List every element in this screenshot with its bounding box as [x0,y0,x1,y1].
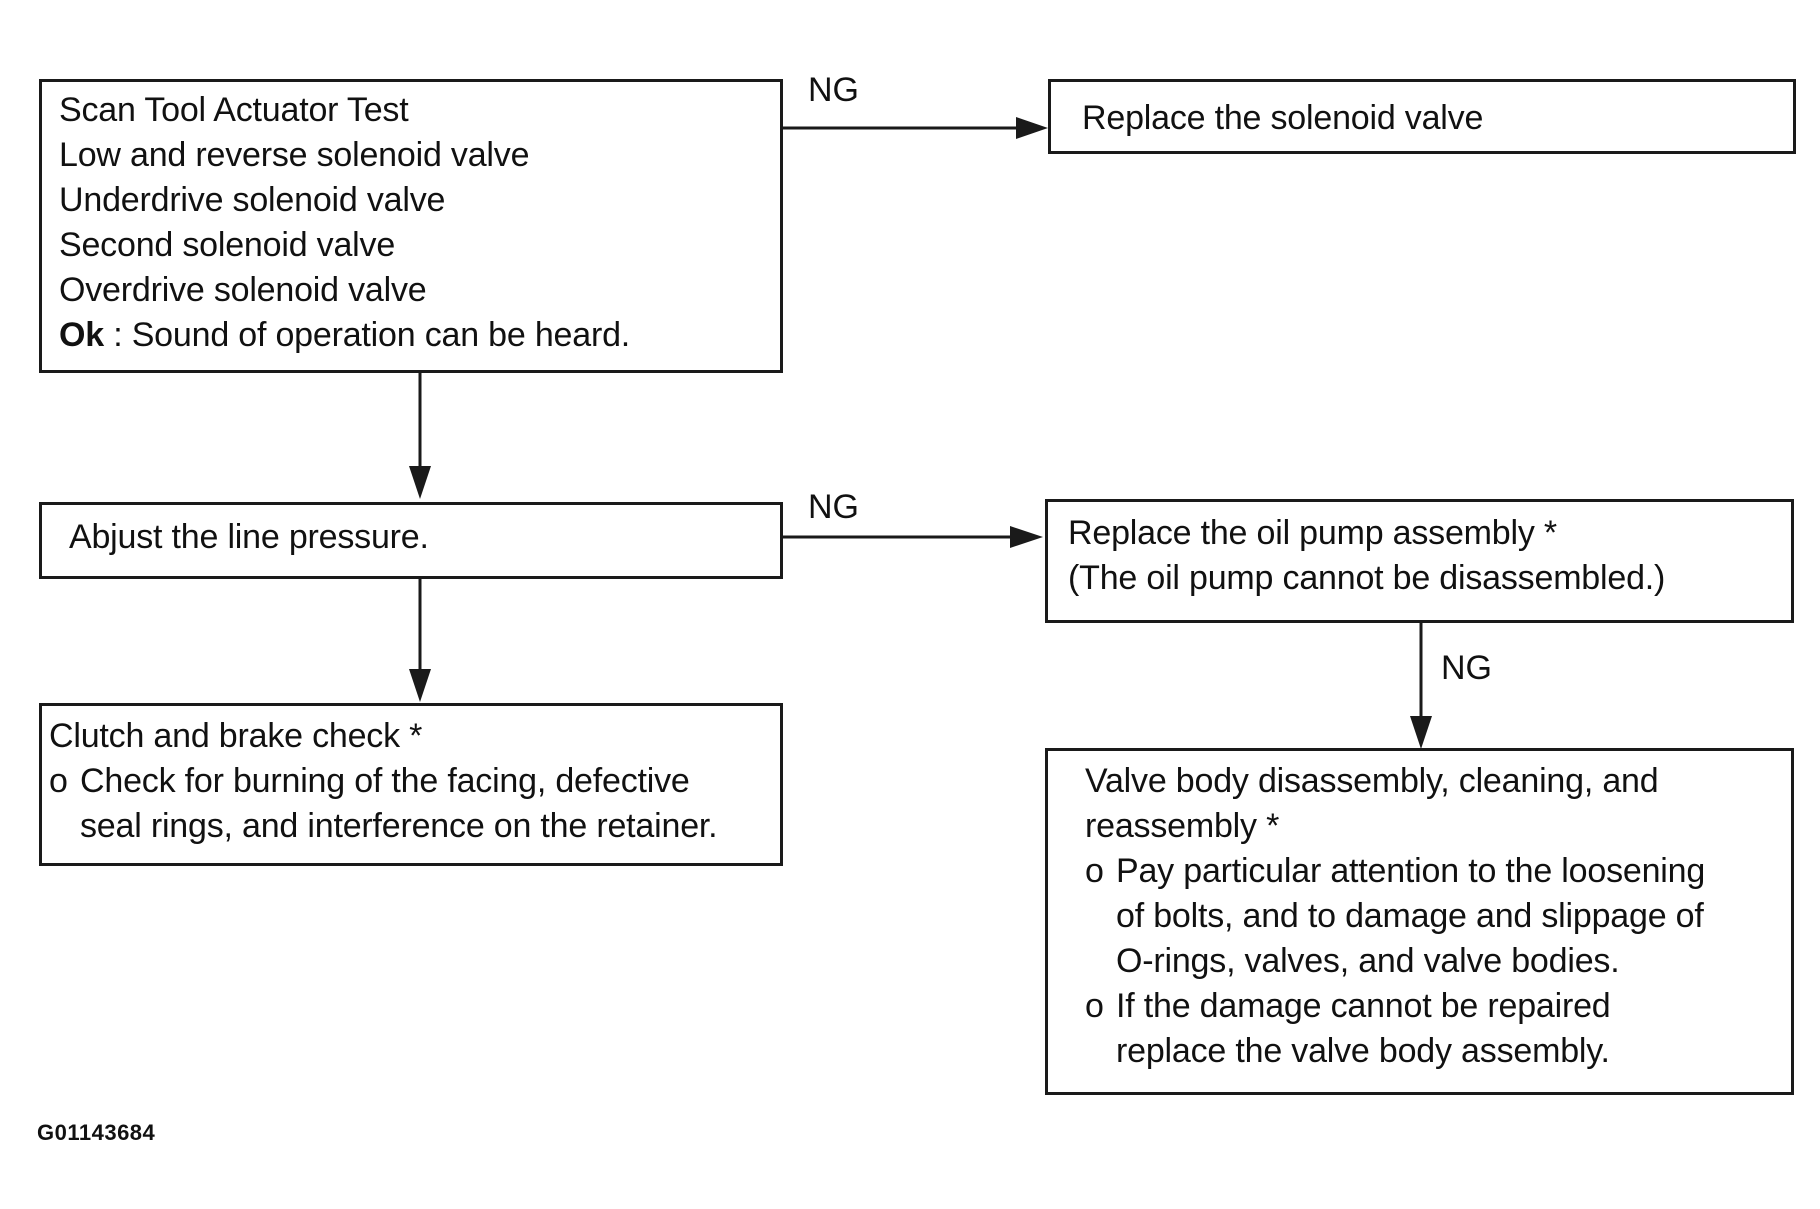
scan-tool-test-box [39,79,783,373]
clutch-brake-title: Clutch and brake check * [49,717,423,755]
arrowhead-oil-pump-to-valve-body [1410,716,1432,749]
valve-bullet-1-line-2: of bolts, and to damage and slippage of [1116,897,1704,935]
replace-solenoid-box [1048,79,1796,154]
valve-bullet-2-line-2: replace the valve body assembly. [1116,1032,1610,1070]
scan-line-3: Underdrive solenoid valve [59,181,446,219]
valve-bullet-1-line-3: O-rings, valves, and valve bodies. [1116,942,1620,980]
line-pressure-text: Abjust the line pressure. [69,518,429,556]
ok-label: Ok [59,316,104,354]
clutch-bullet: o Check for burning of the facing, defec… [49,759,718,849]
ng-label-valve-body: NG [1441,649,1492,687]
arrowhead-line-pressure-to-clutch [409,669,431,702]
ng-label-solenoid: NG [808,71,859,109]
bullet-mark: o [49,762,68,800]
oil-pump-text: Replace the oil pump assembly * (The oil… [1068,511,1665,601]
scan-line-1: Scan Tool Actuator Test [59,91,409,129]
valve-body-box [1045,748,1794,1095]
valve-body-title-2: reassembly * [1085,807,1280,845]
oil-pump-line-2: (The oil pump cannot be disassembled.) [1068,559,1666,597]
valve-body-text: Valve body disassembly, cleaning, and re… [1085,759,1705,1074]
scan-line-2: Low and reverse solenoid valve [59,136,530,174]
oil-pump-box [1045,499,1794,623]
valve-body-bullet-2: o If the damage cannot be repaired repla… [1085,984,1705,1074]
scan-tool-test-text: Scan Tool Actuator Test Low and reverse … [59,88,630,358]
clutch-bullet-line-2: seal rings, and interference on the reta… [80,807,718,845]
arrowhead-line-pressure-to-oil-pump [1010,526,1043,548]
scan-line-4: Second solenoid valve [59,226,396,264]
clutch-brake-text: Clutch and brake check * o Check for bur… [49,714,718,849]
line-pressure-box [39,502,783,579]
bullet-mark: o [1085,852,1104,890]
clutch-bullet-line-1: Check for burning of the facing, defecti… [80,762,690,800]
valve-bullet-1-line-1: Pay particular attention to the loosenin… [1116,852,1706,890]
figure-code: G01143684 [37,1120,156,1145]
oil-pump-line-1: Replace the oil pump assembly * [1068,514,1557,552]
scan-line-5: Overdrive solenoid valve [59,271,427,309]
ng-label-oil-pump: NG [808,488,859,526]
scan-ok-line: Ok : Sound of operation can be heard. [59,313,630,358]
valve-body-title-1: Valve body disassembly, cleaning, and [1085,762,1659,800]
valve-bullet-2-line-1: If the damage cannot be repaired [1116,987,1611,1025]
replace-solenoid-text: Replace the solenoid valve [1082,99,1484,137]
arrowhead-scan-to-solenoid [1016,117,1048,139]
clutch-brake-box [39,703,783,866]
bullet-mark: o [1085,987,1104,1025]
valve-body-bullet-1: o Pay particular attention to the loosen… [1085,849,1705,984]
ok-text: : Sound of operation can be heard. [103,316,631,354]
arrowhead-scan-to-line-pressure [409,466,431,499]
